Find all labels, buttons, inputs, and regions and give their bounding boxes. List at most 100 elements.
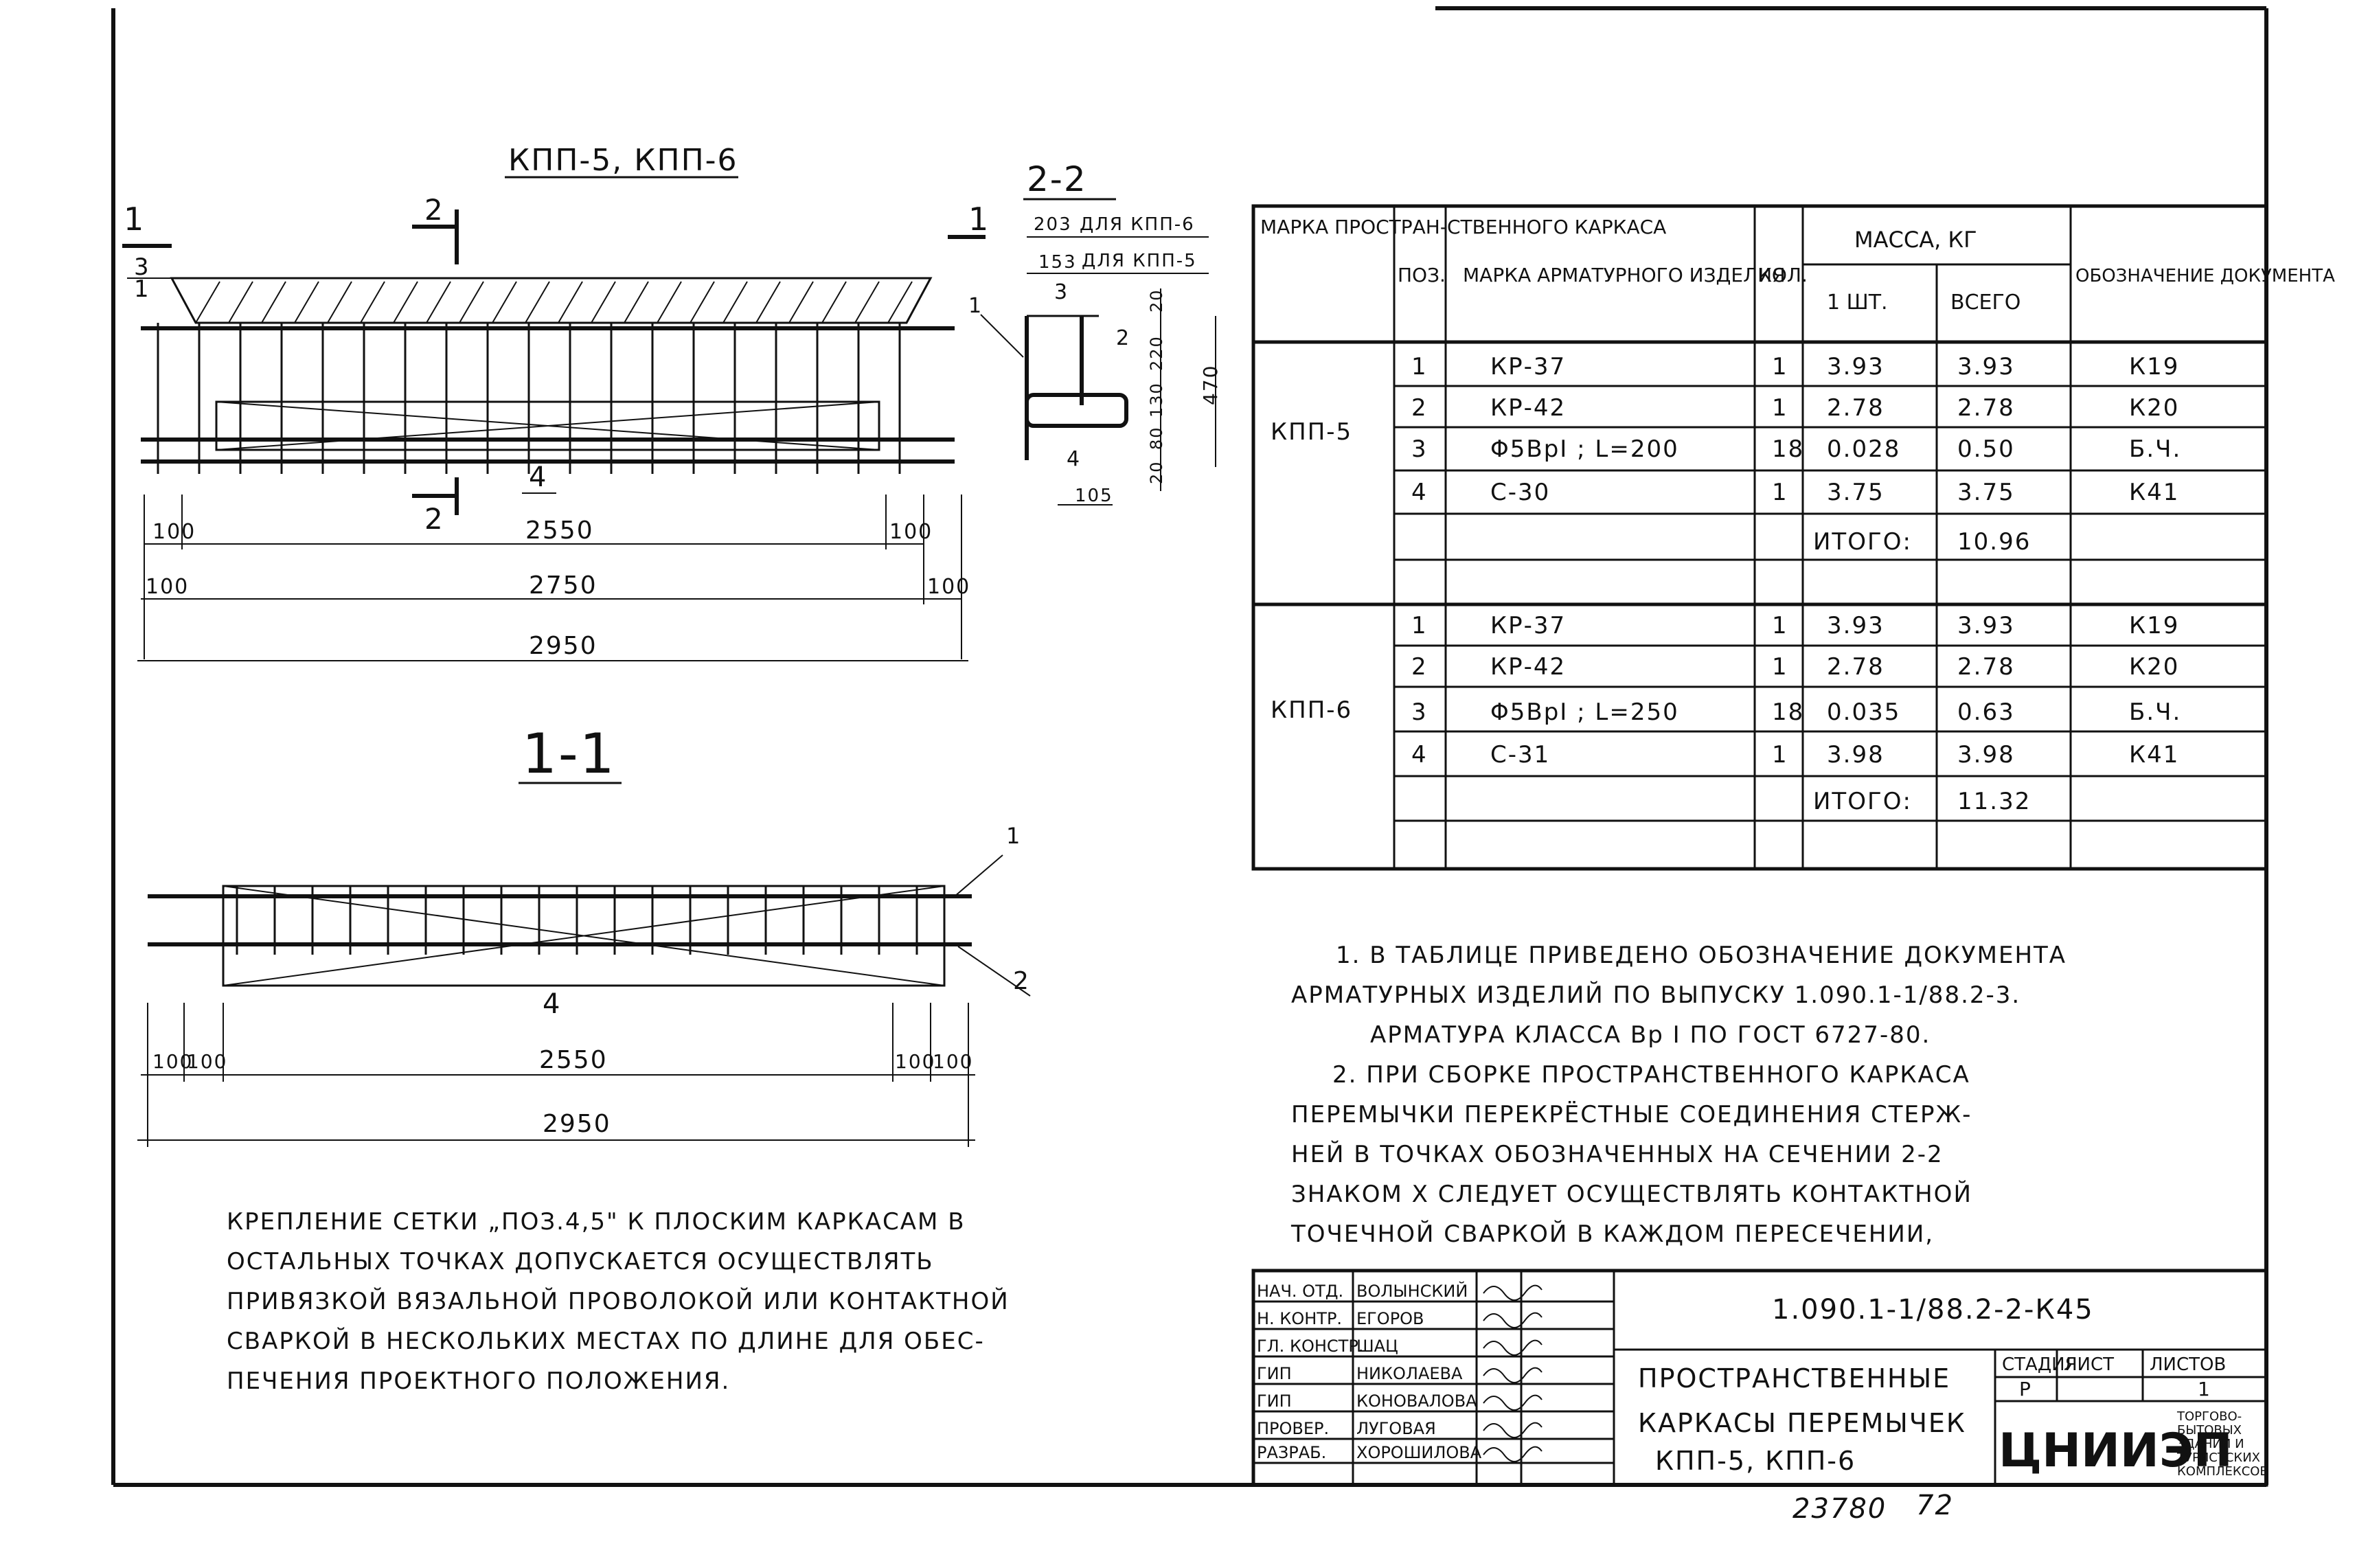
dim-2550: 2550 [525, 516, 594, 545]
s11-dim-100-4: 100 [933, 1050, 973, 1073]
s11-dim-100-2: 100 [187, 1050, 227, 1073]
table-cell-qty: 1 [1772, 479, 1788, 506]
sec-label-3: 3 [1054, 280, 1069, 304]
staff-role: ГЛ. КОНСТР. [1257, 1337, 1363, 1356]
note-line: НЕЙ В ТОЧКАХ ОБОЗНАЧЕННЫХ НА СЕЧЕНИИ 2-2 [1291, 1140, 1944, 1168]
hatch-line [591, 281, 616, 323]
doc-name-line-3: КПП-5, КПП-6 [1655, 1446, 1856, 1476]
hatch-line [821, 281, 847, 323]
signature [1483, 1394, 1543, 1411]
staff-role: РАЗРАБ. [1257, 1443, 1326, 1462]
sheets-label: ЛИСТОВ [2150, 1354, 2226, 1375]
group-kpp6-label: КПП-6 [1271, 696, 1352, 724]
signature [1483, 1312, 1543, 1328]
hatch-line [755, 281, 781, 323]
table-cell-one: 0.035 [1827, 698, 1900, 726]
note-line: ПЕРЕМЫЧКИ ПЕРЕКРЁСТНЫЕ СОЕДИНЕНИЯ СТЕРЖ- [1291, 1101, 1972, 1128]
hatch-line [887, 281, 913, 323]
hatch-line [228, 281, 253, 323]
table-cell-pos: 4 [1411, 741, 1428, 769]
hatch-line [558, 281, 583, 323]
note-line: 1. В ТАБЛИЦЕ ПРИВЕДЕНО ОБОЗНАЧЕНИЕ ДОКУМ… [1336, 942, 2067, 969]
table-cell-one: 0.028 [1827, 435, 1900, 463]
table-cell-mark: КР-42 [1490, 653, 1566, 681]
hatch-line [393, 281, 418, 323]
table-cell-total: 0.50 [1957, 435, 2015, 463]
cut-mark-2-bottom: 2 [424, 502, 444, 536]
org-logo: ЦНИИЭП [1999, 1424, 2233, 1478]
label-pos-3: 3 [134, 253, 150, 281]
table-cell-one: 3.98 [1827, 741, 1885, 769]
stage-value: Р [2019, 1378, 2031, 1400]
table-cell-qty: 18 [1772, 698, 1804, 726]
sheets-value: 1 [2198, 1378, 2210, 1400]
table-cell-qty: 18 [1772, 435, 1804, 463]
label-pos-1: 1 [134, 275, 150, 303]
staff-name: КОНОВАЛОВА [1356, 1391, 1477, 1411]
table-cell-pos: 3 [1411, 698, 1428, 726]
s11-label-1: 1 [1006, 823, 1021, 849]
table-total-label: ИТОГО: [1813, 788, 1912, 815]
table-cell-one: 2.78 [1827, 394, 1885, 422]
note-left-line: КРЕПЛЕНИЕ СЕТКИ „ПОЗ.4,5" К ПЛОСКИМ КАРК… [227, 1208, 966, 1236]
hatch-line [459, 281, 484, 323]
note-line: ТОЧЕЧНОЙ СВАРКОЙ В КАЖДОМ ПЕРЕСЕЧЕНИИ, [1290, 1220, 1934, 1248]
hatch-line [360, 281, 385, 323]
dim-130: 130 [1147, 382, 1166, 418]
hatch-line [426, 281, 451, 323]
note-line: АРМАТУРА КЛАССА Вр I ПО ГОСТ 6727-80. [1370, 1021, 1931, 1049]
label-pos-4: 4 [529, 462, 547, 493]
sec-label-1: 1 [968, 294, 983, 318]
note-left-line: СВАРКОЙ В НЕСКОЛЬКИХ МЕСТАХ ПО ДЛИНЕ ДЛЯ… [227, 1327, 985, 1355]
hdr-mark-frame: МАРКА ПРОСТРАН-СТВЕННОГО КАРКАСА [1260, 216, 1666, 238]
cut-mark-1-left: 1 [124, 201, 145, 238]
spec-table-grid [1251, 204, 2268, 871]
section-11-title: 1-1 [522, 722, 616, 786]
stirrups [157, 323, 901, 474]
notes-block: 1. В ТАБЛИЦЕ ПРИВЕДЕНО ОБОЗНАЧЕНИЕ ДОКУМ… [1290, 942, 2067, 1248]
table-cell-mark: КР-37 [1490, 353, 1566, 380]
hatch-line [492, 281, 517, 323]
sec-stirrup [1025, 393, 1128, 428]
table-cell-one: 3.93 [1827, 612, 1885, 639]
hatch-line [261, 281, 286, 323]
org-sub-line: ТУРИСТСКИХ [2176, 1451, 2260, 1465]
hdr-qty: КОЛ. [1758, 264, 1808, 286]
note-line: АРМАТУРНЫХ ИЗДЕЛИЙ ПО ВЫПУСКУ 1.090.1-1/… [1291, 981, 2021, 1009]
cut-mark-1-right: 1 [968, 201, 990, 238]
table-cell-qty: 1 [1772, 353, 1788, 380]
staff-role: ГИП [1257, 1364, 1292, 1383]
s11-leader-2 [957, 946, 1031, 997]
staff-name: ЛУГОВАЯ [1356, 1419, 1436, 1438]
org-sub-line: ЗДАНИЙ И [2177, 1436, 2244, 1451]
table-total-value: 11.32 [1957, 788, 2031, 815]
cut-mark-2-top: 2 [424, 193, 444, 227]
dim-100-2750-right: 100 [927, 575, 970, 599]
table-cell-total: 0.63 [1957, 698, 2015, 726]
hdr-mass-total: ВСЕГО [1950, 291, 2021, 315]
staff-name: ВОЛЫНСКИЙ [1356, 1281, 1468, 1301]
dim-470: 470 [1199, 365, 1222, 405]
hatch-line [788, 281, 814, 323]
elevation-dims [137, 495, 968, 661]
table-cell-one: 3.93 [1827, 353, 1885, 380]
s11-dim-100-3: 100 [895, 1050, 935, 1073]
signature [1483, 1422, 1543, 1438]
mesh-diag-2 [216, 401, 880, 451]
s11-label-4: 4 [543, 988, 561, 1020]
staff-role: ГИП [1257, 1391, 1292, 1411]
note-left-line: ОСТАЛЬНЫХ ТОЧКАХ ДОПУСКАЕТСЯ ОСУЩЕСТВЛЯТ… [227, 1248, 934, 1275]
note-for-kpp5: ДЛЯ КПП-5 [1082, 251, 1197, 271]
dim-80: 80 [1147, 426, 1166, 450]
s11-leader-1 [954, 854, 1003, 897]
dim-220: 220 [1147, 335, 1166, 371]
doc-name-line-1: ПРОСТРАНСТВЕННЫЕ [1638, 1363, 1950, 1394]
note-line: 2. ПРИ СБОРКЕ ПРОСТРАНСТВЕННОГО КАРКАСА [1332, 1061, 1970, 1089]
table-cell-doc: К41 [2129, 741, 2179, 769]
table-cell-doc: Б.Ч. [2129, 435, 2181, 463]
hdr-mass: МАССА, КГ [1854, 227, 1977, 253]
sec-label-4: 4 [1067, 447, 1081, 471]
table-cell-doc: К20 [2129, 394, 2179, 422]
